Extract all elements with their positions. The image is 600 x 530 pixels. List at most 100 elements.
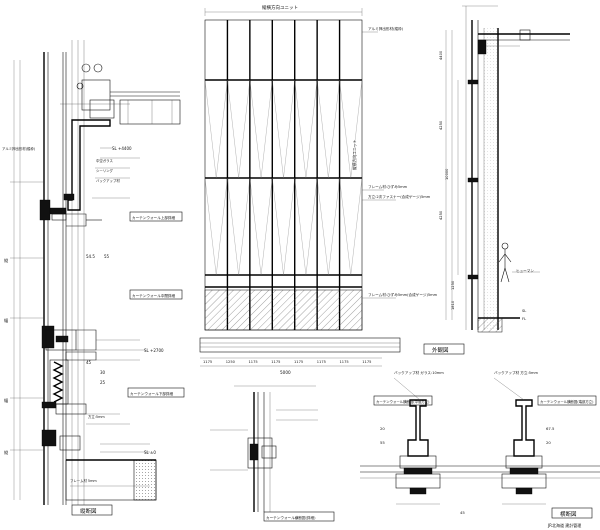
upper-transom-detail (39, 147, 140, 227)
elevation-view: 縦横方向ユニット 縦横方向ユニット アルミ押出形材(縦枠) フレーム材:ひずみ5… (199, 4, 465, 375)
section-dim-2: 55 (104, 254, 110, 259)
plan-dim-5: 45 (460, 510, 465, 515)
plan-left-note: バックアップ材 ガラス:10mm (394, 370, 444, 375)
plan-mullion-left (395, 399, 441, 505)
box-label-lower: カーテンウォール下部詳細 (130, 391, 174, 396)
glass-diagonal (204, 177, 217, 276)
glass-diagonal (249, 177, 262, 276)
elevation-note-2: 方立:2次ファスナー(合成ゲージ)5mm (368, 194, 431, 199)
glass-diagonal (339, 177, 351, 276)
sl-mark-lower: SL ±0 (144, 450, 156, 455)
vertical-section: カーテンウォール上部詳細 カーテンウォール中間詳細 カーテンウォール下部詳細 S… (2, 40, 185, 516)
glass-diagonal (317, 79, 329, 179)
scale-mark-fl: FL (522, 317, 526, 321)
glass-diagonal (283, 177, 295, 276)
side-dim-label: 1250 (451, 280, 455, 290)
lower-base-detail (41, 429, 157, 501)
glass-diagonal (305, 177, 318, 276)
small-detail: カーテンウォール横断図(詳細) (210, 385, 335, 522)
plan-dim-2: 55 (380, 440, 385, 445)
elevation-note-3: フレーム材:ひずみ5mm(合成ゲージ)5mm (368, 292, 438, 297)
section-dim-4: 30 (100, 370, 106, 375)
section-note-5: 方立:5mm (88, 414, 105, 419)
sl-mark-middle: SL +2700 (144, 348, 164, 353)
elevation-total-dim: 5000 (280, 370, 291, 375)
box-label-middle: カーテンウォール中間詳細 (132, 293, 176, 298)
side-dim-label: 4250 (439, 210, 443, 220)
left-tag-3: 幅 (4, 397, 8, 404)
bottom-dim-label: 1250 (226, 360, 236, 364)
glass-diagonal (227, 79, 239, 179)
side-dim-label: 4400 (439, 50, 443, 60)
glass-diagonal (328, 177, 340, 276)
section-detail-boxes (127, 211, 185, 398)
section-note-2: 中空ガラス (96, 158, 113, 163)
plan-box-left: カーテンウォール横断図(中間方立) (376, 399, 430, 404)
glass-diagonal (305, 79, 318, 179)
title-plan: 横断図 (560, 510, 577, 518)
bottom-dim-label: 1175 (249, 360, 258, 364)
elevation-note-1: フレーム材:ひずみ5mm (368, 184, 408, 189)
glass-diagonal (216, 177, 228, 276)
plan-mullion-right (501, 399, 547, 505)
bottom-dim-label: 1175 (362, 360, 371, 364)
human-figure (498, 242, 512, 283)
drawing-credit: JR北海道 建計管理 (547, 522, 581, 528)
bottom-dim-label: 1175 (294, 360, 303, 364)
plan-dim-4: 20 (546, 440, 551, 445)
glass-diagonal (260, 79, 273, 179)
left-tag-2: 幅 (4, 317, 8, 324)
bottom-dim-label: 1175 (340, 360, 349, 364)
glass-diagonals (204, 79, 363, 276)
detail-box-label: カーテンウォール横断図(詳細) (266, 515, 316, 520)
plan-dim-1: 20 (380, 426, 385, 431)
glass-diagonal (238, 177, 250, 276)
left-ticks (10, 181, 44, 451)
mullions (226, 20, 341, 330)
left-tag-1: 縦 (4, 257, 9, 264)
glass-diagonal (204, 79, 217, 179)
left-tag-4: 縦 (4, 449, 9, 456)
middle-transom-detail (41, 325, 146, 425)
glass-diagonal (328, 79, 340, 179)
glass-diagonal (294, 79, 307, 179)
side-dim-label: 4250 (439, 120, 443, 130)
plan-dim-3: 67.5 (546, 426, 555, 431)
glass-diagonal (339, 79, 351, 179)
section-dim-3: 45 (86, 360, 92, 365)
sl-mark-upper: SL +4400 (112, 146, 132, 151)
section-note-4: バックアップ材 (96, 178, 120, 183)
elevation-note-top-right: アルミ押出形材(縦枠) (368, 26, 404, 31)
glass-diagonal (283, 79, 295, 179)
bottom-dim-label: 1175 (203, 360, 212, 364)
glass-diagonal (350, 79, 363, 179)
elevation-unit-label: 縦横方向ユニット (352, 139, 357, 170)
glass-diagonal (238, 79, 250, 179)
section-note-6: フレーム材 5mm (70, 478, 97, 483)
glass-diagonal (260, 177, 273, 276)
glass-diagonal (317, 177, 329, 276)
glass-diagonal (227, 177, 239, 276)
glass-diagonal (249, 79, 262, 179)
elevation-top-label: 縦横方向ユニット (262, 4, 298, 11)
bottom-dim-label: 1175 (271, 360, 280, 364)
section-dim-5: 25 (100, 380, 106, 385)
side-dim-label: 10000 (445, 168, 449, 180)
scale-mark-sl: SL (522, 309, 526, 313)
glass-diagonal (272, 177, 284, 276)
top-anchor-detail (60, 63, 181, 211)
section-note-3: シーリング (96, 168, 114, 173)
glass-diagonal (294, 177, 307, 276)
glass-diagonal (216, 79, 228, 179)
human-label: ヒューマン (516, 268, 534, 273)
plan-sections: バックアップ材 ガラス:10mm バックアップ材 方立:5mm カーテンウォール… (360, 370, 600, 528)
title-vertical-section: 縦断図 (80, 507, 97, 515)
glass-diagonal (272, 79, 284, 179)
section-dim-1: 54.5 (86, 254, 95, 259)
box-label-upper: カーテンウォール上部詳細 (132, 215, 176, 220)
glass-diagonal (350, 177, 363, 276)
